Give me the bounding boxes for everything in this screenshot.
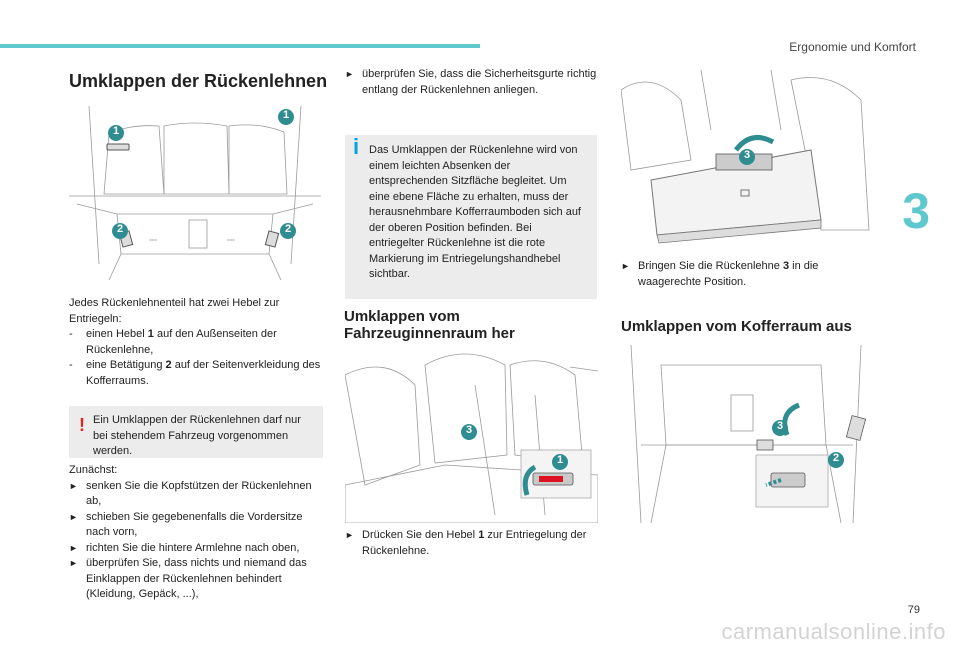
intro-text: Jedes Rückenlehnenteil hat zwei Hebel zu… [69, 296, 325, 389]
first-steps: Zunächst: ►senken Sie die Kopfstützen de… [69, 463, 325, 603]
list-item: ►überprüfen Sie, dass nichts und niemand… [69, 557, 307, 600]
callout-1-right [278, 109, 294, 125]
list-item: ►Bringen Sie die Rückenlehne 3 in die wa… [621, 260, 819, 288]
lever-graphic [106, 143, 280, 248]
callout-label: 1 [112, 125, 120, 137]
intro-lead: Jedes Rückenlehnenteil hat zwei Hebel zu… [69, 297, 280, 325]
first-lead: Zunächst: [69, 464, 118, 476]
watermark: carmanualsonline.info [721, 619, 946, 644]
info-icon: i [353, 134, 360, 159]
callout-label: 3 [465, 424, 473, 436]
figure-interior-lever: 3 1 [345, 345, 598, 523]
page-number: 79 [907, 604, 920, 616]
callout-label: 3 [776, 420, 784, 432]
chapter-number: 3 [902, 183, 930, 239]
callout-label: 2 [116, 223, 124, 235]
callout-label: 2 [284, 223, 292, 235]
header-accent-bar [0, 44, 480, 48]
section-title-interior: Umklappen vom Fahrzeuginnenraum her [344, 308, 515, 342]
list-item: ►überprüfen Sie, dass die Sicherheitsgur… [345, 68, 597, 96]
callout-label: 1 [282, 109, 290, 121]
fold-step: ►Bringen Sie die Rückenlehne 3 in die wa… [621, 259, 873, 290]
figure-folded-seatback: 3 [621, 70, 873, 248]
callout-label: 2 [832, 452, 840, 464]
callout-1 [552, 454, 568, 470]
callout-3 [772, 420, 788, 436]
info-text: Das Umklappen der Rückenlehne wird von e… [369, 144, 581, 280]
warning-note: ! Ein Umklappen der Rückenlehnen darf nu… [69, 406, 323, 458]
list-item: ►senken Sie die Kopfstützen der Rückenle… [69, 479, 312, 508]
warning-icon: ! [79, 415, 85, 435]
list-item: -eine Betätigung 2 auf der Seitenverklei… [69, 359, 321, 387]
warning-text: Ein Umklappen der Rückenlehnen darf nur … [93, 414, 301, 457]
list-item: ►richten Sie die hintere Armlehne nach o… [69, 541, 300, 554]
section-header: Ergonomie und Komfort [789, 40, 916, 54]
list-item: ►schieben Sie gegebenenfalls die Vorders… [69, 510, 303, 539]
list-item: ►Drücken Sie den Hebel 1 zur Entriegelun… [345, 529, 587, 557]
info-note: i Das Umklappen der Rückenlehne wird von… [345, 135, 597, 299]
page-title: Umklappen der Rückenlehnen [69, 71, 328, 91]
section-title-trunk: Umklappen vom Kofferraum aus [621, 318, 852, 335]
callout-1-left [108, 125, 124, 141]
callout-2 [828, 452, 844, 468]
callout-3 [739, 149, 755, 165]
figure-trunk-control: 3 2 [621, 345, 873, 523]
callout-2-right [280, 223, 296, 239]
belt-check: ►überprüfen Sie, dass die Sicherheitsgur… [345, 67, 597, 98]
callout-label: 3 [743, 149, 751, 161]
figure-seatbacks-trunk: 1 1 2 2 [69, 104, 321, 282]
list-item: -einen Hebel 1 auf den Außenseiten der R… [69, 328, 277, 356]
interior-step: ►Drücken Sie den Hebel 1 zur Entriegelun… [345, 528, 597, 559]
callout-2-left [112, 223, 128, 239]
callout-3 [461, 424, 477, 440]
callout-label: 1 [556, 454, 564, 466]
